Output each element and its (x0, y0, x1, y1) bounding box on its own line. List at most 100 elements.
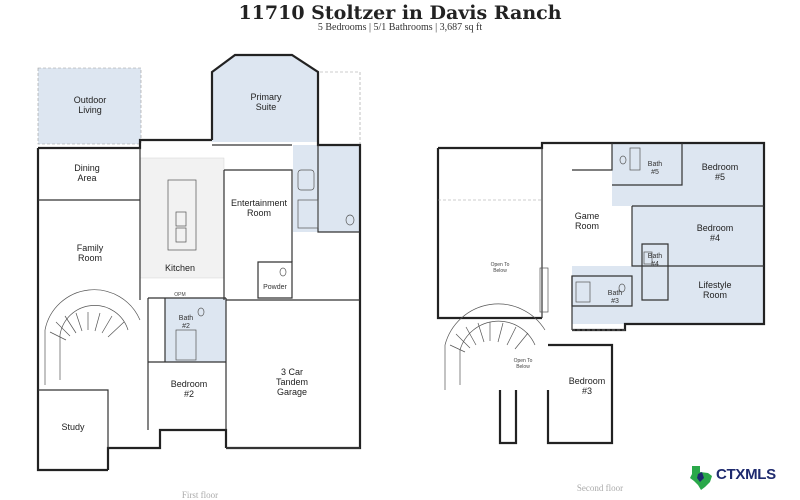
powder-toilet (279, 267, 287, 277)
bath4-walls (641, 243, 669, 301)
garage-label-1: 3 Car (281, 367, 303, 377)
bedroom2-label-1: Bedroom (171, 379, 208, 389)
bath4-vanity (643, 251, 653, 265)
first-floor-caption: First floor (182, 490, 218, 500)
bedroom3-label-1: Bedroom (569, 376, 606, 386)
bath3-tub (575, 281, 591, 303)
stair2-curve-inner (459, 320, 536, 351)
svg-text:Bath#4: Bath#4 (648, 253, 663, 268)
bedroom4-label-2: #4 (710, 233, 720, 243)
svg-text:Bath#5: Bath#5 (648, 161, 663, 176)
texas-state-icon (690, 466, 712, 490)
toilet (345, 214, 355, 226)
family-room-label-2: Room (78, 253, 102, 263)
game-room-shelf (539, 267, 549, 313)
powder-label: Powder (263, 284, 287, 291)
study-label: Study (61, 422, 85, 432)
east-wall (210, 53, 362, 450)
primary-suite-area (212, 55, 318, 142)
shower (297, 199, 319, 229)
bath4-label-2: #4 (651, 261, 659, 268)
bath2-label-1: Bath (179, 315, 194, 322)
entertainment-room-label-2: Room (247, 208, 271, 218)
entertainment-walls (224, 169, 293, 262)
lifestyle-room-label-1: Lifestyle (698, 280, 731, 290)
bath3-toilet (618, 283, 626, 293)
bedroom2-label-2: #2 (184, 389, 194, 399)
kitchen-sink (175, 211, 187, 227)
stair-curve-outer (44, 289, 141, 331)
kitchen-island (167, 179, 197, 251)
outdoor-living-label-1: Outdoor (74, 95, 107, 105)
svg-text:Bath#3: Bath#3 (608, 290, 623, 305)
plan-title: 11710 Stoltzer in Davis Ranch (238, 2, 562, 24)
study-walls (38, 389, 109, 448)
dining-area-label-2: Area (77, 173, 96, 183)
bath3-label-2: #3 (611, 298, 619, 305)
kitchen-label: Kitchen (165, 263, 195, 273)
lifestyle-room-label-2: Room (703, 290, 727, 300)
open-to-below-1-label-1: Open To (491, 262, 510, 268)
bath4-label-1: Bath (648, 253, 663, 260)
open-to-below-2-label-2: Below (516, 364, 530, 370)
garage-label-2: Tandem (276, 377, 308, 387)
bath2-label-2: #2 (182, 323, 190, 330)
bedroom4-label-1: Bedroom (697, 223, 734, 233)
svg-text:Bedroom#2: Bedroom#2 (171, 379, 208, 399)
plan-subtitle: 5 Bedrooms | 5/1 Bathrooms | 3,687 sq ft (317, 22, 483, 33)
svg-text:Bedroom#4: Bedroom#4 (697, 223, 734, 243)
stair-curve-inner (59, 305, 129, 336)
bedroom3-label-2: #3 (582, 386, 592, 396)
entertainment-room-label-1: Entertainment (231, 198, 288, 208)
stair-treads (49, 312, 125, 341)
outdoor-living-area (38, 68, 141, 144)
north-wall (38, 138, 212, 150)
primary-suite-label-1: Primary (251, 92, 282, 102)
svg-text:Bedroom#3: Bedroom#3 (569, 376, 606, 396)
stair2-treads (449, 322, 529, 353)
game-room-label-1: Game (575, 211, 600, 221)
open-to-below-2-label-1: Open To (514, 358, 533, 364)
primary-bath-area (293, 145, 359, 232)
bath5-toilet (619, 155, 627, 165)
ctxmls-logo: CTXMLS (716, 466, 776, 483)
bedroom5-label-2: #5 (715, 172, 725, 182)
dining-area-label-1: Dining (74, 163, 100, 173)
kitchen-floor (139, 157, 225, 279)
bedroom4-area (632, 206, 764, 266)
pantry-note: OPM (174, 292, 185, 298)
bedroom5-area (612, 143, 764, 206)
bath3-label-1: Bath (608, 290, 623, 297)
svg-text:Bath#2: Bath#2 (179, 315, 194, 330)
cooktop (175, 227, 187, 243)
second-floor-outer-wall (438, 141, 766, 332)
powder-walls (257, 261, 293, 299)
svg-text:Bedroom#5: Bedroom#5 (702, 162, 739, 182)
tub (297, 169, 315, 191)
garage-label-3: Garage (277, 387, 307, 397)
bath5-tub (629, 147, 641, 171)
primary-suite-label-2: Suite (256, 102, 277, 112)
open-to-below-1-label-2: Below (493, 268, 507, 274)
south-wall (106, 428, 228, 470)
bath5-label-1: Bath (648, 161, 663, 168)
west-wall (36, 148, 108, 472)
bedroom3-wall (546, 343, 614, 445)
bath5-label-2: #5 (651, 169, 659, 176)
outdoor-living-label-2: Living (78, 105, 102, 115)
outdoor-border (37, 67, 142, 145)
stair2-curve-outer (444, 303, 546, 346)
